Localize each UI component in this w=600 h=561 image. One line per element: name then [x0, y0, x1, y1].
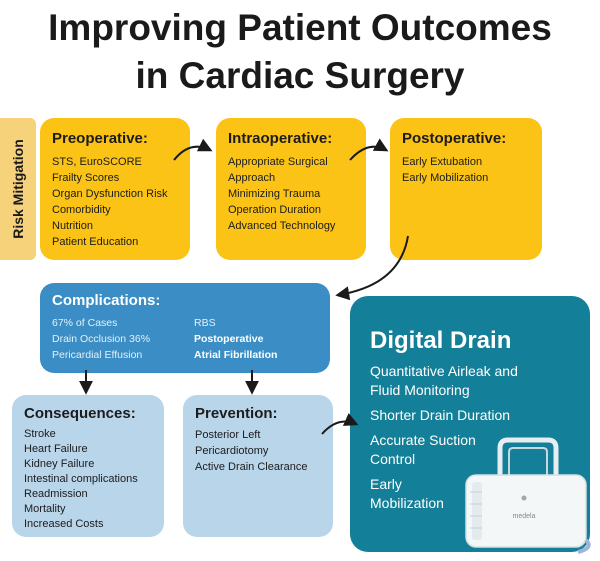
list-item: Drain Occlusion 36%: [52, 333, 151, 345]
list-item: Posterior Left: [195, 429, 261, 441]
list-item: Nutrition: [52, 220, 93, 232]
list-item: Early Mobilization: [402, 172, 489, 184]
list-item: Comorbidity: [52, 204, 111, 216]
list-item: Advanced Technology: [228, 220, 336, 232]
prevention-list: Posterior Left Pericardiotomy Active Dra…: [195, 427, 321, 475]
device-brand-label: medela: [513, 513, 536, 520]
list-item: Increased Costs: [24, 518, 104, 530]
list-item: Intestinal complications: [24, 473, 138, 485]
list-item: Readmission: [24, 488, 88, 500]
arrow-post-to-complications: [335, 235, 409, 301]
list-item: Quantitative Airleak and Fluid Monitorin…: [370, 363, 518, 398]
intraoperative-heading: Intraoperative:: [228, 130, 333, 147]
list-item: Approach: [228, 172, 276, 184]
list-item: Mortality: [24, 503, 66, 515]
list-item: Stroke: [24, 428, 56, 440]
arrow-pre-to-intra: [173, 138, 213, 161]
list-item: Operation Duration: [228, 204, 321, 216]
digital-drain-heading: Digital Drain: [370, 327, 512, 354]
preoperative-heading: Preoperative:: [52, 130, 148, 147]
list-item: STS, EuroSCORE: [52, 156, 142, 168]
list-item: Minimizing Trauma: [228, 188, 321, 200]
list-item: Active Drain Clearance: [195, 461, 308, 473]
list-item: RBS: [194, 317, 216, 329]
list-item: 67% of Cases: [52, 317, 118, 329]
digital-drain-list: Quantitative Airleak and Fluid Monitorin…: [370, 362, 576, 513]
title-line-2: in Cardiac Surgery: [135, 55, 465, 96]
postoperative-list: Early Extubation Early Mobilization: [402, 154, 530, 186]
list-item: Frailty Scores: [52, 172, 120, 184]
preoperative-list: STS, EuroSCORE Frailty Scores Organ Dysf…: [52, 154, 178, 250]
intraoperative-box: Intraoperative: Appropriate Surgical App…: [216, 118, 366, 260]
list-item: Early Mobilization: [370, 476, 444, 511]
prevention-box: Prevention: Posterior Left Pericardiotom…: [183, 395, 333, 537]
consequences-list: Stroke Heart Failure Kidney Failure Inte…: [24, 427, 152, 532]
complications-heading: Complications:: [52, 292, 161, 309]
prevention-heading: Prevention:: [195, 405, 278, 422]
intraoperative-list: Appropriate Surgical Approach Minimizing…: [228, 154, 354, 234]
list-item: Early Extubation: [402, 156, 483, 168]
postoperative-box: Postoperative: Early Extubation Early Mo…: [390, 118, 542, 260]
complications-list-left: 67% of Cases Drain Occlusion 36% Pericar…: [52, 315, 150, 363]
list-item: Kidney Failure: [24, 458, 95, 470]
title-line-1: Improving Patient Outcomes: [48, 7, 552, 48]
list-item: Patient Education: [52, 236, 139, 248]
preoperative-box: Preoperative: STS, EuroSCORE Frailty Sco…: [40, 118, 190, 260]
list-item: Organ Dysfunction Risk: [52, 188, 168, 200]
list-item: Shorter Drain Duration: [370, 407, 511, 423]
complications-box: Complications: 67% of Cases Drain Occlus…: [40, 283, 330, 373]
consequences-box: Consequences: Stroke Heart Failure Kidne…: [12, 395, 164, 537]
list-item: Pericardiotomy: [195, 445, 269, 457]
postoperative-heading: Postoperative:: [402, 130, 507, 147]
consequences-heading: Consequences:: [24, 405, 136, 422]
risk-mitigation-band: Risk Mitigation: [0, 118, 36, 260]
list-item: Pericardial Effusion: [52, 349, 143, 361]
list-item: Heart Failure: [24, 443, 88, 455]
list-item: Atrial Fibrillation: [194, 349, 278, 361]
digital-drain-device-image: [465, 437, 591, 554]
complications-list-right: RBS Postoperative Atrial Fibrillation: [194, 315, 277, 363]
arrow-prevention-to-digital-drain: [321, 413, 359, 435]
list-item: Accurate Suction Control: [370, 432, 476, 467]
list-item: Appropriate Surgical: [228, 156, 328, 168]
list-item: Postoperative: [194, 333, 264, 345]
arrow-intra-to-post: [349, 138, 389, 161]
